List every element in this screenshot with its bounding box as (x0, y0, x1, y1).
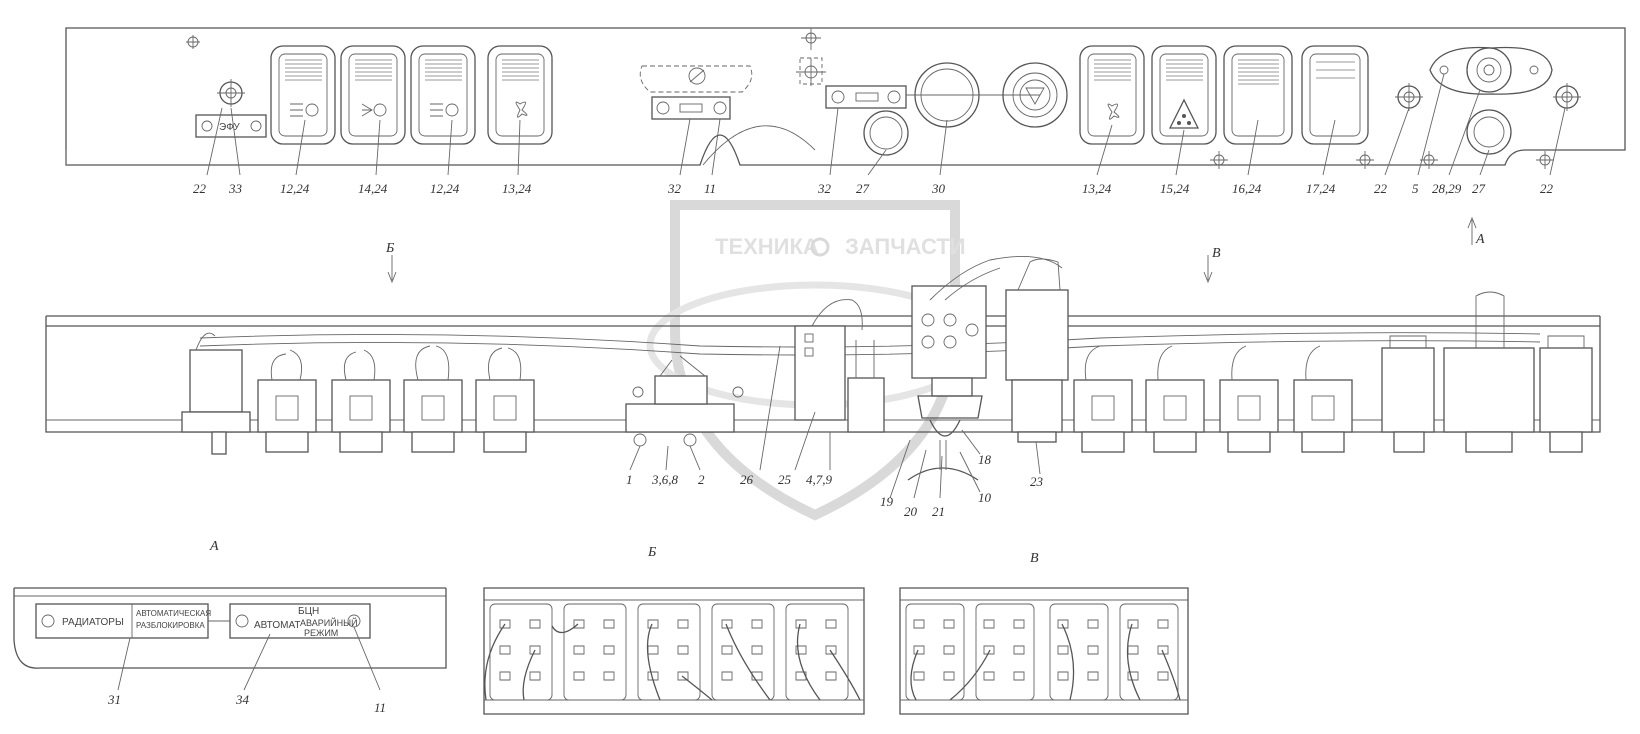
label-14-24: 14,24 (358, 181, 388, 196)
label-33: 33 (228, 181, 243, 196)
plate-efu-text: ЭФУ (219, 122, 240, 133)
switch-13-24-a (487, 45, 553, 145)
view-arrow-v: В (1212, 246, 1221, 261)
label-22-c: 22 (1540, 181, 1554, 196)
side-connector-7 (1219, 345, 1279, 453)
fuse-holder-32-right (825, 85, 907, 109)
label-23: 23 (1030, 474, 1044, 489)
warning-button (1002, 62, 1068, 128)
side-relay-box (794, 299, 885, 433)
label-19: 19 (880, 494, 894, 509)
view-arrow-a: А (1475, 232, 1485, 247)
label-3-6-8: 3,6,8 (651, 472, 679, 487)
side-connector-3 (403, 345, 463, 453)
label-11-a: 11 (704, 181, 716, 196)
label-27-a: 27 (856, 181, 870, 196)
view-arrows: Б В А (385, 216, 1485, 284)
plate-automat: АВТОМАТ (254, 620, 300, 631)
side-cylinder-right-1 (1381, 335, 1435, 453)
switch-14-24 (340, 45, 406, 145)
section-title-a: А (209, 539, 219, 554)
side-connector-1 (257, 349, 317, 453)
label-31: 31 (107, 692, 121, 707)
label-26: 26 (740, 472, 754, 487)
view-arrow-b: Б (385, 241, 394, 256)
plate-bcn: БЦН (298, 606, 319, 617)
flange-28-29 (1429, 46, 1553, 95)
label-28-29: 28,29 (1432, 181, 1462, 196)
side-cylinder-right-3 (1539, 335, 1593, 453)
watermark-line-1: ТЕХНИКА (715, 234, 819, 259)
view-a: РАДИАТОРЫ АВТОМАТИЧЕСКАЯ РАЗБЛОКИРОВКА А… (13, 587, 447, 715)
side-connector-5 (1073, 345, 1133, 453)
label-1: 1 (626, 472, 633, 487)
plate-radiators: РАДИАТОРЫ (62, 617, 124, 628)
plate-mode: РЕЖИМ (304, 628, 338, 638)
side-cylinder-right-2 (1443, 291, 1535, 453)
label-18: 18 (978, 452, 992, 467)
side-central-switch (907, 255, 1063, 481)
side-connector-4 (475, 347, 535, 453)
label-21: 21 (932, 504, 945, 519)
label-13-24-a: 13,24 (502, 181, 532, 196)
label-27-b: 27 (1472, 181, 1486, 196)
label-10: 10 (978, 490, 992, 505)
switch-12-24-b (410, 45, 476, 145)
label-32-a: 32 (667, 181, 682, 196)
label-4-7-9: 4,7,9 (806, 472, 833, 487)
label-5: 5 (1412, 181, 1419, 196)
switch-12-24-a (270, 45, 336, 145)
nut-22-right (1553, 83, 1581, 111)
section-title-b: Б (647, 545, 656, 560)
label-12-24-a: 12,24 (280, 181, 310, 196)
nut-22-mid (1395, 83, 1423, 111)
label-20: 20 (904, 504, 918, 519)
label-22-b: 22 (1374, 181, 1388, 196)
switch-16-24 (1223, 45, 1293, 145)
section-title-v: В (1030, 551, 1039, 566)
side-fuse-holder (625, 355, 744, 447)
plate-auto-unlock-1: АВТОМАТИЧЕСКАЯ (136, 609, 211, 618)
top-panel: ЭФУ (65, 27, 1626, 196)
label-32-b: 32 (817, 181, 832, 196)
switch-15-24 (1151, 45, 1217, 145)
plate-emergency: АВАРИЙНЫЙ (300, 617, 358, 628)
side-relay-23 (1005, 258, 1069, 443)
label-34: 34 (235, 692, 250, 707)
nut-22-left (217, 79, 245, 107)
label-16-24: 16,24 (1232, 181, 1262, 196)
side-connector-2 (331, 349, 391, 453)
plate-efu: ЭФУ (195, 114, 267, 138)
label-22-a: 22 (193, 181, 207, 196)
locator-cross (796, 28, 826, 86)
switch-13-24-b (1079, 45, 1145, 145)
lamp-27-right (1466, 109, 1512, 155)
label-15-24: 15,24 (1160, 181, 1190, 196)
label-17-24: 17,24 (1306, 181, 1336, 196)
label-13-24-b: 13,24 (1082, 181, 1112, 196)
label-30: 30 (931, 181, 946, 196)
side-cylinder-left (181, 332, 251, 455)
label-2: 2 (698, 472, 705, 487)
view-b (483, 587, 865, 715)
label-11-b: 11 (374, 700, 386, 715)
label-25: 25 (778, 472, 792, 487)
switch-17-24 (1301, 45, 1369, 145)
fuse-holder-32 (639, 65, 753, 120)
watermark-line-2: ЗАПЧАСТИ (845, 234, 966, 259)
lamp-27-left (863, 110, 909, 156)
plate-auto-unlock-2: РАЗБЛОКИРОВКА (136, 621, 205, 630)
view-v (899, 587, 1189, 715)
side-connector-6 (1145, 345, 1205, 453)
side-connector-8 (1293, 345, 1353, 453)
label-12-24-b: 12,24 (430, 181, 460, 196)
side-panel: 1 3,6,8 2 26 25 4,7,9 19 20 21 10 18 23 (45, 255, 1601, 519)
